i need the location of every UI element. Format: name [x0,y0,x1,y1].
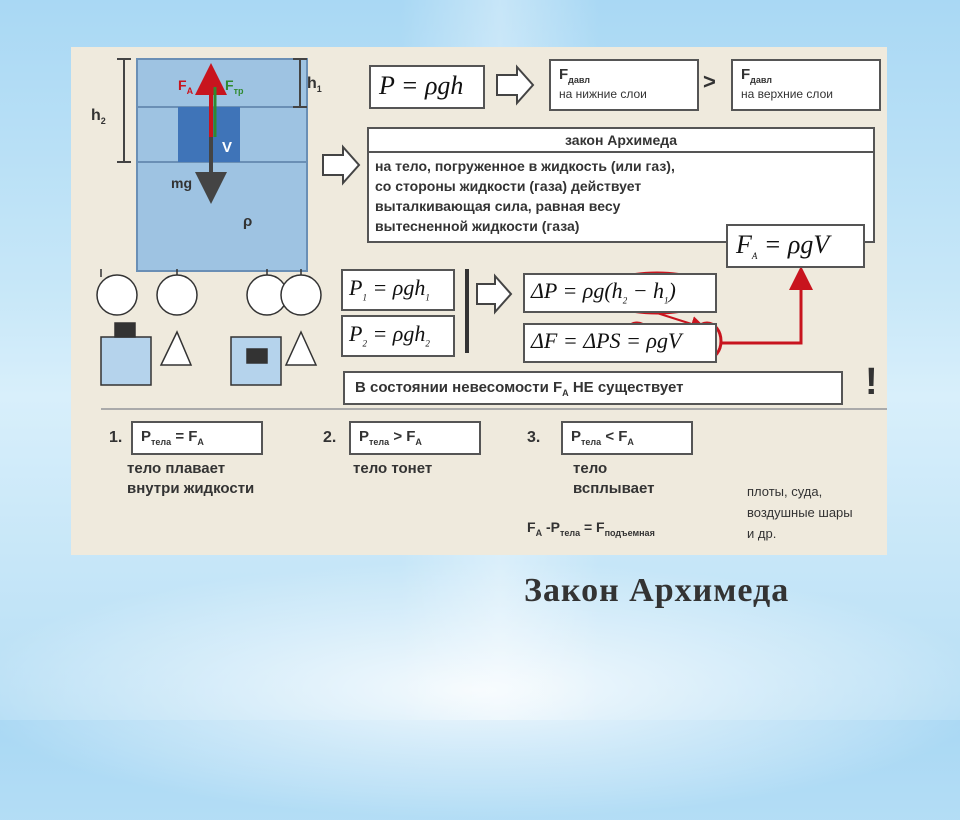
law-title: закон Архимеда [369,129,873,153]
upper-layers-box: Fдавл на верхние слои [731,59,881,111]
greater-sign: > [703,69,716,94]
archimedes-formula-box: FA = ρgV [726,224,865,268]
case-2-text: тело тонет [353,460,433,477]
slide-image: h2 h1 FA Fтр V mg ρ P = ρgh Fдавл на ниж… [71,47,887,555]
weight-label: mg [171,175,192,191]
p2-formula-box: P2 = ρgh2 [341,315,455,357]
law-line-1: на тело, погруженное в жидкость (или газ… [375,158,675,174]
friction-force-label: Fтр [225,77,244,96]
case-3-number: 3. [527,429,541,446]
lift-force-formula: FA -Pтела = Fподъемная [527,519,655,538]
arrow-icon [322,144,361,186]
arrow-icon [476,273,513,315]
case-2-box: Pтела > FA [349,421,481,455]
case-2-number: 2. [323,429,337,446]
density-label: ρ [243,213,253,230]
volume-label: V [222,139,233,156]
law-line-4: вытесненной жидкости (газа) [375,218,580,234]
slide-title: Закон Архимеда [524,572,790,609]
arrow-icon [496,64,535,106]
delta-f-formula-box: ΔF = ΔPS = ρgV [523,323,717,363]
law-line-2: со стороны жидкости (газа) действует [375,178,642,194]
water-vessel [136,58,308,272]
h1-label: h1 [307,75,322,95]
delta-p-formula-box: ΔP = ρg(h2 − h1) [523,273,717,313]
connector-arrow [721,266,813,345]
lower-layers-box: Fдавл на нижние слои [549,59,699,111]
law-line-3: выталкивающая сила, равная весу [375,198,621,214]
exclamation-mark: ! [865,361,878,403]
h2-label: h2 [91,107,106,127]
physics-diagram-graphics [96,58,887,410]
case-3-box: Pтела < FA [561,421,693,455]
case-1-box: Pтела = FA [131,421,263,455]
p1-formula-box: P1 = ρgh1 [341,269,455,311]
case-1-number: 1. [109,429,123,446]
buoyant-force-label: FA [178,77,194,96]
weightlessness-box: В состоянии невесомости FA НЕ существует [343,371,843,405]
scales-illustration [96,269,322,386]
archimedes-law-box: закон Архимеда на тело, погруженное в жи… [367,127,875,243]
pressure-formula-box: P = ρgh [369,65,485,109]
